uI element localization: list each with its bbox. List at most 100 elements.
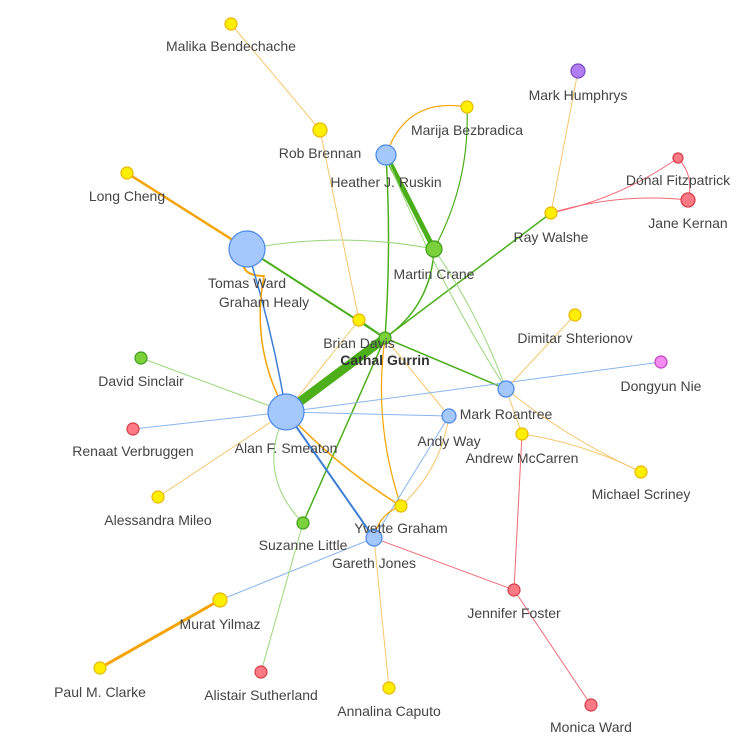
edge-andy-gareth xyxy=(373,415,450,539)
edge-gareth-annalina xyxy=(373,537,390,689)
node-label-jennifer[interactable]: Jennifer Foster xyxy=(467,605,561,621)
node-label-andy[interactable]: Andy Way xyxy=(417,433,480,449)
edge-suzanne-alistair xyxy=(260,522,304,673)
node-label-heather[interactable]: Heather J. Ruskin xyxy=(330,174,441,190)
node-label-mark_r[interactable]: Mark Roantree xyxy=(460,406,553,422)
node-andrew[interactable] xyxy=(515,427,529,441)
edge-ray-donal xyxy=(550,157,679,214)
edge-cathal-martin xyxy=(384,248,435,339)
edge-heather-martin xyxy=(383,152,437,252)
node-label-alan[interactable]: Alan F. Smeaton xyxy=(235,440,338,456)
edge-alan-renaat xyxy=(132,411,287,430)
node-andy[interactable] xyxy=(441,408,457,424)
node-jennifer[interactable] xyxy=(507,583,521,597)
edge-alan-andy xyxy=(285,411,450,417)
edge-gareth-murat xyxy=(219,537,375,601)
node-label-paul[interactable]: Paul M. Clarke xyxy=(54,684,146,700)
node-rob[interactable] xyxy=(312,122,328,138)
node-alan[interactable] xyxy=(267,393,305,431)
node-label-dongyun[interactable]: Dongyun Nie xyxy=(621,378,702,394)
node-label-malika[interactable]: Malika Bendechache xyxy=(166,38,296,54)
node-dimitar[interactable] xyxy=(568,308,582,322)
node-label-jane[interactable]: Jane Kernan xyxy=(648,215,727,231)
edge-heather-mark_r xyxy=(385,154,507,390)
node-label-tomas[interactable]: Tomas Ward xyxy=(208,275,286,291)
node-label-michael[interactable]: Michael Scriney xyxy=(592,486,691,502)
node-donal[interactable] xyxy=(672,152,684,164)
node-alessandra[interactable] xyxy=(151,490,165,504)
edge-andrew-michael xyxy=(521,433,642,473)
node-ray[interactable] xyxy=(544,206,558,220)
node-label-david[interactable]: David Sinclair xyxy=(98,373,184,389)
nodes-layer xyxy=(93,17,696,712)
node-mark_r[interactable] xyxy=(497,380,515,398)
node-label-renaat[interactable]: Renaat Verbruggen xyxy=(72,443,193,459)
edge-gareth-jennifer xyxy=(373,537,515,591)
node-brian[interactable] xyxy=(352,313,366,327)
edge-ray-mark_h xyxy=(550,70,579,214)
node-marija[interactable] xyxy=(460,100,474,114)
edge-cathal-ray xyxy=(384,212,552,339)
node-label-yvette[interactable]: Yvette Graham xyxy=(354,520,447,536)
node-label-annalina[interactable]: Annalina Caputo xyxy=(337,703,441,719)
node-paul[interactable] xyxy=(93,661,107,675)
node-annalina[interactable] xyxy=(382,681,396,695)
node-label-cathal[interactable]: Cathal Gurrin xyxy=(340,352,429,368)
node-michael[interactable] xyxy=(634,465,648,479)
edge-heather-marija xyxy=(385,104,468,156)
node-label-andrew[interactable]: Andrew McCarren xyxy=(466,450,579,466)
node-label-donal[interactable]: Dónal Fitzpatrick xyxy=(626,172,731,188)
node-tomas[interactable] xyxy=(228,230,266,268)
edge-long-tomas xyxy=(125,171,249,251)
node-label-alessandra[interactable]: Alessandra Mileo xyxy=(104,512,212,528)
node-gareth[interactable] xyxy=(365,529,383,547)
node-label-alistair[interactable]: Alistair Sutherland xyxy=(204,687,318,703)
edge-andrew-jennifer xyxy=(513,433,523,591)
edge-rob-malika xyxy=(230,23,321,131)
node-martin[interactable] xyxy=(425,240,443,258)
node-david[interactable] xyxy=(134,351,148,365)
edge-alan-dongyun xyxy=(285,361,662,413)
node-label-martin[interactable]: Martin Crane xyxy=(394,266,475,282)
node-jane[interactable] xyxy=(680,192,696,208)
node-label-suzanne[interactable]: Suzanne Little xyxy=(259,537,348,553)
node-dongyun[interactable] xyxy=(654,355,668,369)
node-heather[interactable] xyxy=(375,144,397,166)
node-yvette[interactable] xyxy=(394,499,408,513)
node-label-dimitar[interactable]: Dimitar Shterionov xyxy=(517,330,632,346)
edge-andy-yvette xyxy=(400,415,450,507)
node-label-monica[interactable]: Monica Ward xyxy=(550,719,632,735)
node-label-ray[interactable]: Ray Walshe xyxy=(514,229,589,245)
edge-martin-marija xyxy=(433,106,468,250)
edge-mark_r-dimitar xyxy=(505,314,576,390)
edge-rob-brian xyxy=(319,129,360,321)
edge-martin-mark_r xyxy=(433,248,507,390)
edge-ray-jane xyxy=(550,197,689,214)
edge-cathal-suzanne xyxy=(302,337,386,524)
node-label-murat[interactable]: Murat Yilmaz xyxy=(180,616,261,632)
node-mark_h[interactable] xyxy=(570,63,586,79)
node-label-mark_h[interactable]: Mark Humphrys xyxy=(529,87,628,103)
edge-jennifer-monica xyxy=(513,589,592,706)
node-long[interactable] xyxy=(120,166,134,180)
node-malika[interactable] xyxy=(224,17,238,31)
node-suzanne[interactable] xyxy=(296,516,310,530)
edge-martin-tomas xyxy=(246,239,435,250)
node-label-marija[interactable]: Marija Bezbradica xyxy=(411,122,523,138)
edge-cathal-mark_r xyxy=(384,337,507,390)
node-murat[interactable] xyxy=(212,592,228,608)
node-label-graham[interactable]: Graham Healy xyxy=(219,294,309,310)
edge-murat-paul xyxy=(98,598,222,670)
edge-tomas-alan xyxy=(246,248,287,413)
node-renaat[interactable] xyxy=(126,422,140,436)
node-alistair[interactable] xyxy=(254,665,268,679)
edge-cathal-andy xyxy=(384,337,450,417)
node-label-brian[interactable]: Brian Davis xyxy=(323,335,395,351)
node-label-rob[interactable]: Rob Brennan xyxy=(279,145,362,161)
node-monica[interactable] xyxy=(584,698,598,712)
node-cathal[interactable] xyxy=(378,331,392,345)
node-label-gareth[interactable]: Gareth Jones xyxy=(332,555,416,571)
node-label-long[interactable]: Long Cheng xyxy=(89,188,165,204)
